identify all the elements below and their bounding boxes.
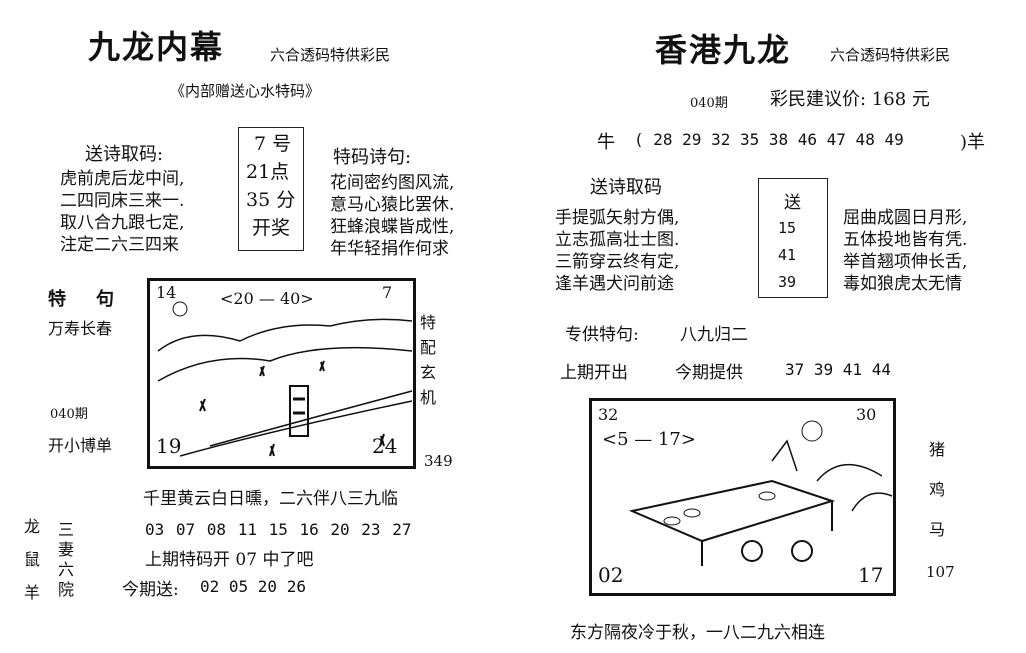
zodiac-char: 六 [58,560,75,579]
zodiac-char: 龙 [24,517,41,536]
draw-time-line: 35 分 [246,189,296,211]
right-side-number: 107 [926,563,955,581]
poem-line: 举首翘项伸长舌, [843,252,968,272]
zodiac-char: 鸡 [929,480,946,499]
draw-time-line: 7 号 [254,133,292,155]
left-title: 九龙内幕 [88,28,225,66]
right-price: 彩民建议价: 168 元 [770,89,930,110]
send-number: 15 [778,219,797,237]
right-zodiac-close: )羊 [960,132,986,153]
right-this-offer-numbers: 37 39 41 44 [785,360,891,379]
poem-line: 屈曲成圆日月形, [843,208,968,228]
poem-line: 虎前虎后龙中间, [60,169,185,189]
left-issue: 040期 [50,407,88,422]
left-special-poem-lines: 花间密约图风流, 意马心猿比罢休. 狂蜂浪蝶皆成性, 年华轻捐作何求 [330,172,454,260]
sketch-top-left: 14 [156,283,177,302]
left-sketch: 14 <20 — 40> 7 19 24 [147,278,416,469]
zodiac-char: 三 [58,520,75,539]
draw-time: 7 号 21点 35 分 开奖 [246,130,295,242]
left-special-poem-label: 特码诗句: [333,147,412,168]
left-special-side: 特 配 玄 机 [420,310,436,410]
sketch-range: <20 — 40> [220,289,314,308]
right-side-zodiac: 猪 鸡 马 [929,430,945,550]
poem-line: 立志孤高壮士图. [555,230,680,250]
poem-line: 二四同床三来一. [60,191,185,211]
sketch-top-left: 32 [598,405,619,424]
poem-line: 逢羊遇犬问前途 [555,274,674,294]
draw-time-line: 开奖 [252,217,291,239]
zodiac-char: 马 [929,520,946,539]
poem-line: 意马心猿比罢休. [330,195,455,215]
draw-time-box [238,127,304,251]
left-this-issue-numbers: 02 05 20 26 [200,577,306,596]
left-numbers: 03 07 08 11 15 16 20 23 27 [145,520,412,539]
draw-time-line: 21点 [246,161,290,183]
poem-line: 五体投地皆有凭. [843,230,968,250]
sketch-bottom-right: 17 [858,563,884,587]
left-open-label: 开小博单 [48,436,113,455]
poem-line: 狂蜂浪蝶皆成性, [330,217,455,237]
right-verse: 东方隔夜冷于秋，一八二九六相连 [570,623,825,643]
side-char: 玄 [420,363,437,382]
poem-line: 三箭穿云终有定, [555,252,680,272]
left-this-issue-label: 今期送: [122,580,179,600]
zodiac-char: 鼠 [24,550,41,569]
right-poem-right: 屈曲成圆日月形, 五体投地皆有凭. 举首翘项伸长舌, 毒如狼虎太无情 [843,207,967,295]
poem-line: 手提弧矢射方偶, [555,208,680,228]
left-verse: 千里黄云白日曛，二六伴八三九临 [143,489,398,509]
sketch-bottom-right: 24 [372,434,398,458]
sketch-top-right: 7 [382,283,393,302]
right-special-value: 八九归二 [680,325,748,345]
right-issue: 040期 [690,96,728,111]
side-char: 配 [420,338,437,357]
poem-line: 年华轻捐作何求 [330,239,449,259]
right-this-offer-label: 今期提供 [675,363,743,383]
poem-line: 注定二六三四来 [60,235,179,255]
right-last-open-label: 上期开出 [560,363,628,383]
left-poem-pick-label: 送诗取码: [85,144,164,165]
left-tagline: 六合透码特供彩民 [270,46,391,64]
sketch-top-right: 30 [856,405,877,424]
left-zodiac-col2: 三 妻 六 院 [58,520,74,600]
poem-line: 花间密约图风流, [330,173,455,193]
right-title: 香港九龙 [655,31,792,69]
side-char: 机 [420,388,437,407]
left-side-number: 349 [424,452,453,470]
right-poem-left: 手提弧矢射方偶, 立志孤高壮士图. 三箭穿云终有定, 逢羊遇犬问前途 [555,207,679,295]
left-zodiac-col1: 龙 鼠 羊 [24,510,40,609]
send-numbers: 15 41 39 [778,215,796,296]
right-sketch: 32 <5 — 17> 30 02 17 [589,398,896,596]
right-poem-pick-label: 送诗取码 [590,177,662,198]
zodiac-char: 猪 [929,440,946,459]
poem-line: 取八合九跟七定, [60,213,185,233]
send-label: 送 [784,193,801,213]
sketch-bottom-left: 19 [156,434,182,458]
left-poem-pick-lines: 虎前虎后龙中间, 二四同床三来一. 取八合九跟七定, 注定二六三四来 [60,168,184,256]
right-special-label: 专供特句: [565,325,639,345]
send-box [758,178,828,298]
table-sketch-image [628,420,893,566]
landscape-sketch-image [157,301,413,457]
right-tagline: 六合透码特供彩民 [830,46,951,64]
zodiac-char: 妻 [58,540,75,559]
left-last-result: 上期特码开 07 中了吧 [145,550,314,570]
zodiac-char: 院 [58,580,75,599]
send-number: 41 [778,246,797,264]
sketch-range: <5 — 17> [602,429,696,450]
left-subtitle: 《内部赠送心水特码》 [170,82,321,100]
zodiac-char: 羊 [24,583,41,602]
left-special-phrase: 万寿长春 [48,319,113,338]
left-special-phrase-label: 特 句 [48,289,120,310]
right-zodiac-left: 牛 [597,132,615,153]
send-number: 39 [778,273,797,291]
side-char: 特 [420,313,437,332]
right-zodiac-numbers: ( 28 29 32 35 38 46 47 48 49 [634,130,904,149]
poem-line: 毒如狼虎太无情 [843,274,962,294]
sketch-bottom-left: 02 [598,563,624,587]
